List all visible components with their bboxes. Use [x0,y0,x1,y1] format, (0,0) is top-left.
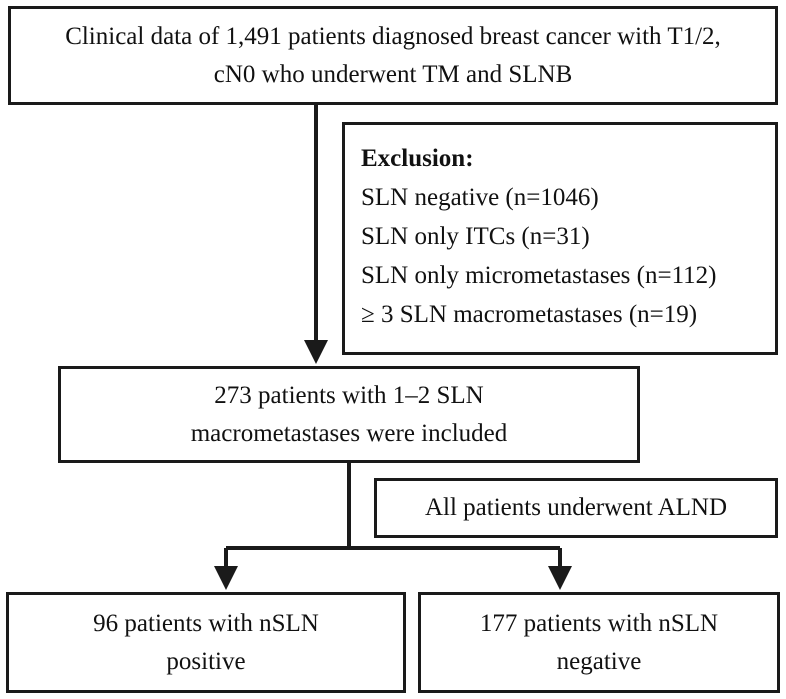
exclusion-item: SLN only micrometastases (n=112) [361,262,717,289]
exclusion-item: ≥ 3 SLN macrometastases (n=19) [361,301,698,328]
box-nsln-negative: 177 patients with nSLN negative [418,592,780,693]
initial-cohort-line1: Clinical data of 1,491 patients diagnose… [65,22,721,50]
negative-line2: negative [556,647,642,675]
box-included: 273 patients with 1–2 SLN macrometastase… [58,366,640,463]
positive-line2: positive [166,647,246,675]
exclusion-item: SLN negative (n=1046) [361,184,599,211]
included-line1: 273 patients with 1–2 SLN [214,381,484,409]
box-initial-cohort: Clinical data of 1,491 patients diagnose… [8,6,778,105]
box-nsln-positive: 96 patients with nSLN positive [6,592,406,693]
positive-line1: 96 patients with nSLN [93,609,319,637]
negative-line1: 177 patients with nSLN [479,609,719,637]
initial-cohort-line2: cN0 who underwent TM and SLNB [213,60,573,88]
included-line2: macrometastases were included [190,419,508,447]
exclusion-item: SLN only ITCs (n=31) [361,223,590,250]
alnd-text: All patients underwent ALND [424,494,728,521]
box-exclusion: Exclusion: SLN negative (n=1046) SLN onl… [342,122,778,355]
box-alnd: All patients underwent ALND [374,478,778,538]
exclusion-title: Exclusion: [361,145,474,172]
